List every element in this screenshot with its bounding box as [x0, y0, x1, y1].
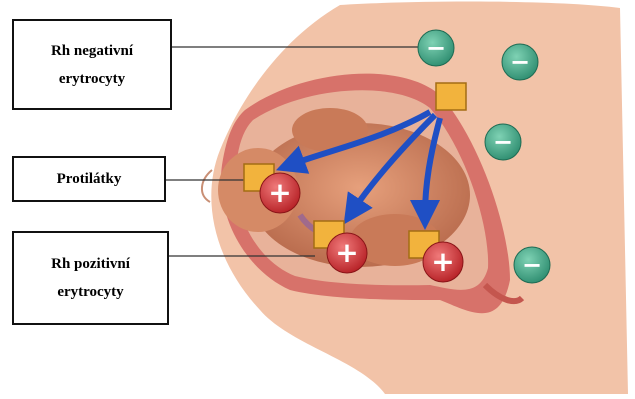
label-antibodies: Protilátky	[12, 156, 166, 202]
minus-symbol: −	[510, 48, 530, 76]
rh-positive-cell: +	[260, 173, 300, 213]
label-rh-negative: Rh negativní erytrocyty	[12, 19, 172, 110]
label-line: erytrocyty	[59, 65, 125, 93]
label-line: Rh pozitivní	[51, 250, 130, 278]
antibody-square	[436, 83, 466, 110]
minus-symbol: −	[493, 128, 513, 156]
minus-symbol: −	[522, 251, 542, 279]
rh-negative-cell: −	[418, 30, 454, 66]
plus-symbol: +	[268, 176, 291, 209]
label-line: erytrocyty	[57, 278, 123, 306]
plus-symbol: +	[335, 236, 358, 269]
breast-outline	[202, 170, 212, 202]
rh-negative-cell: −	[502, 44, 538, 80]
rh-negative-cell: −	[485, 124, 521, 160]
rh-negative-cell: −	[514, 247, 550, 283]
rh-positive-cell: +	[327, 233, 367, 273]
minus-symbol: −	[426, 34, 446, 62]
plus-symbol: +	[431, 245, 454, 278]
label-rh-positive: Rh pozitivní erytrocyty	[12, 231, 169, 325]
rh-positive-cell: +	[423, 242, 463, 282]
label-line: Protilátky	[57, 165, 122, 193]
label-line: Rh negativní	[51, 37, 133, 65]
